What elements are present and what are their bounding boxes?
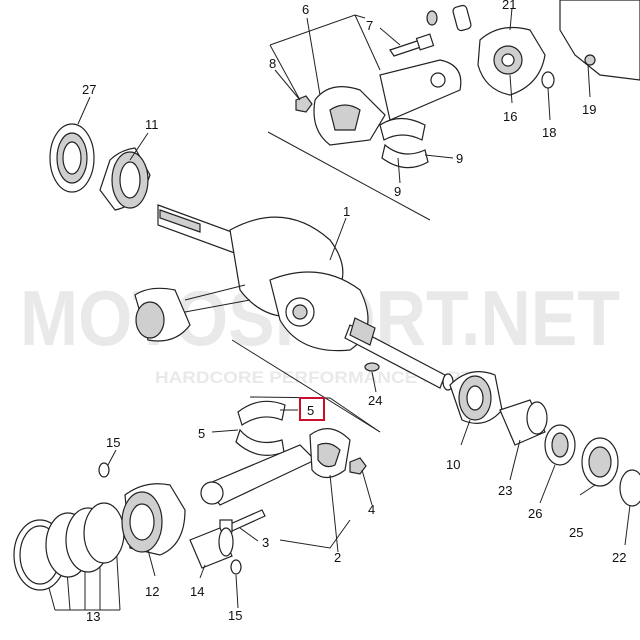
callout-25: 25 [569, 525, 583, 540]
callout-22: 22 [612, 550, 626, 565]
callout-23: 23 [498, 483, 512, 498]
connecting-rod-2 [200, 428, 351, 506]
callout-24: 24 [368, 393, 382, 408]
callout-4: 4 [368, 502, 375, 517]
callout-5-highlighted: 5 [307, 403, 314, 418]
bearing-11 [99, 147, 151, 211]
bearing-10 [449, 371, 503, 424]
bearing-shells-5 [235, 400, 286, 456]
callout-9-right: 9 [456, 151, 463, 166]
callout-3: 3 [262, 535, 269, 550]
callout-19: 19 [582, 102, 596, 117]
callout-18: 18 [542, 125, 556, 140]
callout-16: 16 [503, 109, 517, 124]
callout-10: 10 [446, 457, 460, 472]
o-ring-18 [541, 71, 555, 89]
callout-21: 21 [502, 0, 516, 12]
bolt-3 [219, 509, 266, 533]
callout-6: 6 [302, 2, 309, 17]
bearing-shells-9 [379, 117, 429, 169]
callout-7: 7 [366, 18, 373, 33]
piston-assembly [134, 284, 251, 342]
callout-5-highlight-box [299, 397, 325, 421]
spacer-23 [499, 399, 548, 446]
callout-12: 12 [145, 584, 159, 599]
clips-15 [98, 462, 242, 575]
callout-8: 8 [269, 56, 276, 71]
callout-2: 2 [334, 550, 341, 565]
part-21 [426, 4, 472, 32]
callout-15-bottom: 15 [228, 608, 242, 623]
callout-labels: 1 2 3 4 5 5 6 7 8 9 9 10 11 12 13 14 15 … [82, 0, 626, 624]
callout-13: 13 [86, 609, 100, 624]
callout-14: 14 [190, 584, 204, 599]
bolt-7 [389, 33, 435, 57]
callout-1: 1 [343, 204, 350, 219]
callout-11: 11 [145, 117, 159, 132]
part-22 [619, 469, 640, 507]
callout-9-lower: 9 [394, 184, 401, 199]
pump-housing-16 [477, 27, 546, 96]
callout-27: 27 [82, 82, 96, 97]
cover-19 [559, 0, 640, 81]
callout-5-left: 5 [198, 426, 205, 441]
seal-25 [581, 437, 619, 487]
leader-lines [77, 7, 631, 609]
callout-15-top: 15 [106, 435, 120, 450]
bearing-cap-6 [313, 59, 462, 146]
watermark-tagline: HARDCORE PERFORMANCE PARTS [155, 368, 485, 387]
key-24 [364, 362, 380, 372]
piston-12 [121, 483, 186, 556]
ring-26 [544, 424, 576, 466]
nut-4 [349, 457, 367, 475]
callout-26: 26 [528, 506, 542, 521]
oil-seal-27 [49, 123, 95, 193]
crankshaft-1 [157, 204, 454, 391]
piston-pin-14 [189, 527, 234, 569]
piston-rings-13 [13, 502, 125, 591]
